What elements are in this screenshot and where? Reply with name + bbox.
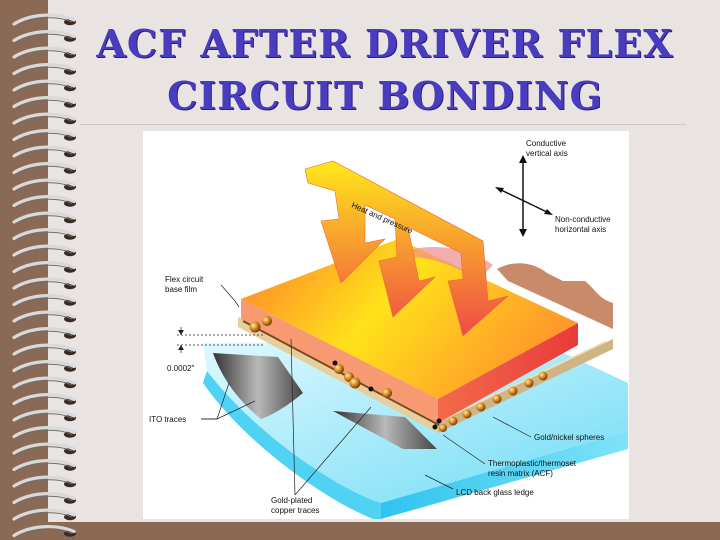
spiral-coil xyxy=(12,29,76,43)
flex-base-label-2: base film xyxy=(165,285,197,294)
spiral-coil xyxy=(12,409,76,423)
spiral-binding xyxy=(12,13,76,538)
glass-label: LCD back glass ledge xyxy=(456,488,534,497)
page-bottom-edge xyxy=(48,522,720,540)
spiral-coil xyxy=(12,95,76,109)
sphere xyxy=(492,394,502,404)
gold-nickel-spheres xyxy=(249,316,548,432)
spiral-coil xyxy=(12,13,76,27)
title-line-2: circuit bonding xyxy=(167,73,603,118)
spiral-coil xyxy=(12,326,76,340)
spiral-coil xyxy=(12,161,76,175)
copper-label-1: Gold-plated xyxy=(271,496,312,505)
axis-vertical-label-2: vertical axis xyxy=(526,149,568,158)
spiral-coil xyxy=(12,46,76,60)
slide-title: ACF after driver flex circuit bonding xyxy=(90,18,680,122)
spiral-coil xyxy=(12,524,76,538)
sphere xyxy=(462,409,472,419)
copper-label-2: copper traces xyxy=(271,506,319,515)
spiral-coil xyxy=(12,244,76,258)
spiral-coil xyxy=(12,112,76,126)
spiral-coil xyxy=(12,343,76,357)
spiral-coil xyxy=(12,508,76,522)
sphere xyxy=(524,378,534,388)
sphere xyxy=(439,424,447,432)
spiral-coil xyxy=(12,293,76,307)
sphere xyxy=(382,388,392,398)
spiral-coil xyxy=(12,310,76,324)
sphere xyxy=(249,321,261,333)
spiral-coil xyxy=(12,178,76,192)
spiral-coil xyxy=(12,211,76,225)
matrix-label-1: Thermoplastic/thermoset xyxy=(488,459,577,468)
sphere xyxy=(262,316,272,326)
sphere xyxy=(349,377,361,389)
spiral-coil xyxy=(12,128,76,142)
spiral-coil xyxy=(12,475,76,489)
spiral-coil xyxy=(12,376,76,390)
callout-lines xyxy=(201,284,532,496)
spiral-coil xyxy=(12,458,76,472)
sphere xyxy=(508,386,518,396)
spiral-coil xyxy=(12,491,76,505)
matrix-label-2: resin matrix (ACF) xyxy=(488,469,553,478)
axis-horizontal-label-1: Non-conductive xyxy=(555,215,611,224)
spiral-coil xyxy=(12,442,76,456)
spiral-coil xyxy=(12,392,76,406)
spiral-coil xyxy=(12,227,76,241)
thickness-label: 0.0002" xyxy=(167,364,194,373)
ito-label: ITO traces xyxy=(149,415,186,424)
spiral-coil xyxy=(12,277,76,291)
diagram-panel: Heat and pressure Conductive vertical ax… xyxy=(143,131,629,519)
title-line-1: ACF after driver flex xyxy=(96,21,674,66)
spiral-coil xyxy=(12,359,76,373)
spheres-label: Gold/nickel spheres xyxy=(534,433,604,442)
spiral-coil xyxy=(12,62,76,76)
title-underline xyxy=(80,124,686,125)
axis-vertical-label-1: Conductive xyxy=(526,139,567,148)
contact-dots xyxy=(332,360,442,430)
spiral-coil xyxy=(12,425,76,439)
spiral-coil xyxy=(12,79,76,93)
spiral-coil xyxy=(12,260,76,274)
sphere xyxy=(334,364,344,374)
spiral-coil xyxy=(12,145,76,159)
sphere xyxy=(448,416,458,426)
spiral-coil xyxy=(12,194,76,208)
heat-pressure-arrow: Heat and pressure xyxy=(304,160,509,337)
axis-indicator xyxy=(495,155,553,237)
axis-horizontal-label-2: horizontal axis xyxy=(555,225,606,234)
sphere xyxy=(538,371,548,381)
acf-bonding-diagram: Heat and pressure Conductive vertical ax… xyxy=(149,139,628,519)
flex-base-label-1: Flex circuit xyxy=(165,275,204,284)
sphere xyxy=(476,402,486,412)
thickness-dimension xyxy=(177,327,263,353)
